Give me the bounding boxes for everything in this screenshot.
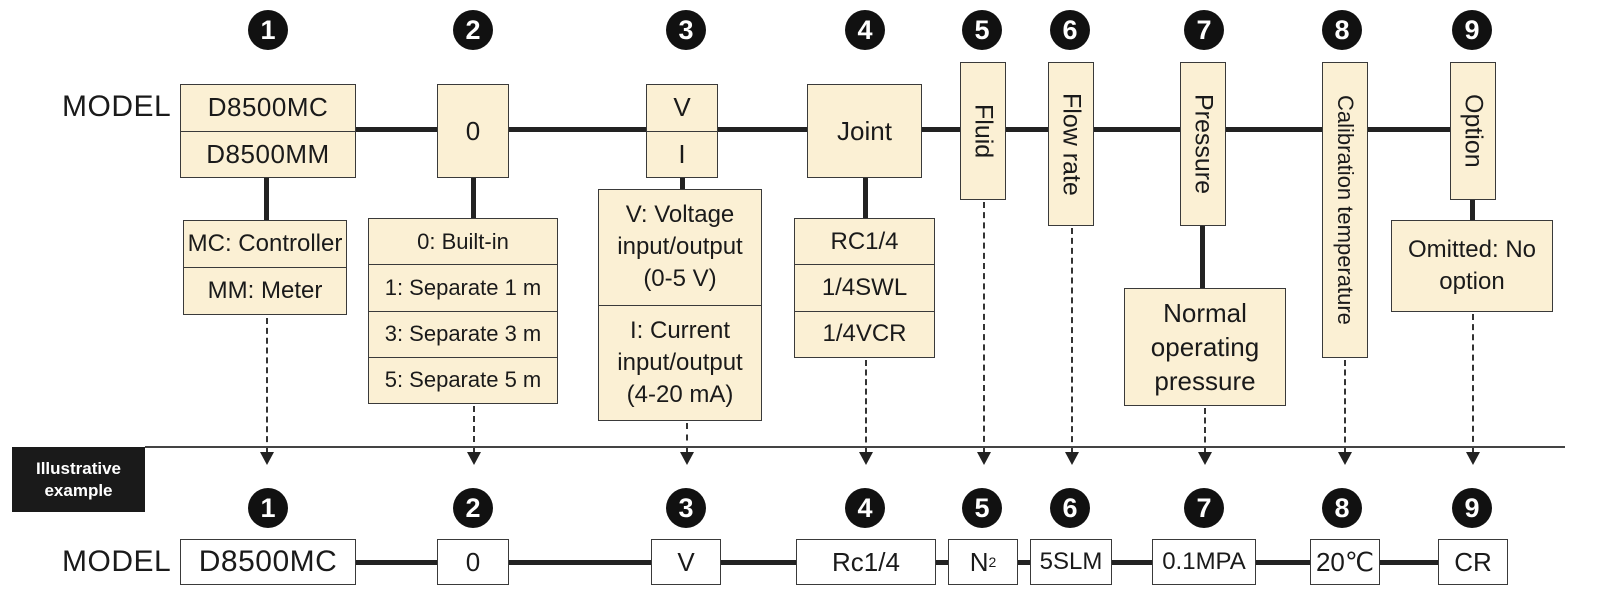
example-number-5: 5 [962,488,1002,528]
sensor-box: 0 [437,84,509,178]
io-option-i: I [678,138,686,169]
detail-5: 5: Separate 5 m [384,367,542,393]
model-label-bottom: MODEL [62,545,172,578]
detail-0: 0: Built-in [369,219,557,266]
arrow-7 [1198,452,1212,465]
example-number-2: 2 [453,488,493,528]
joint-box: Joint [807,84,922,178]
model-option-mc: D8500MC [181,85,355,132]
connector-7 [1200,226,1205,288]
arrow-9 [1466,452,1480,465]
pressure-label: Pressure [1189,93,1218,195]
example-number-1: 1 [248,488,288,528]
dash-2 [473,406,475,452]
option-label: Option [1459,94,1488,168]
flow-rate-label: Flow rate [1057,92,1086,196]
dash-1 [266,318,268,452]
dash-3 [686,423,688,452]
example-io: V [651,539,721,585]
connector-9 [1470,200,1475,220]
example-number-4: 4 [845,488,885,528]
example-calibration-temperature: 20℃ [1310,539,1380,585]
flow-rate-box: Flow rate [1048,62,1094,226]
model-option-mm: D8500MM [206,138,330,169]
example-number-9: 9 [1452,488,1492,528]
arrow-8 [1338,452,1352,465]
example-model: D8500MC [180,539,356,585]
dash-5 [983,202,985,452]
step-number-8: 8 [1322,10,1362,50]
arrow-3 [680,452,694,465]
step-number-9: 9 [1452,10,1492,50]
step-number-4: 4 [845,10,885,50]
dash-9 [1472,314,1474,452]
detail-3: 3: Separate 3 m [369,312,557,358]
step-number-6: 6 [1050,10,1090,50]
connector-4 [863,178,868,218]
example-number-8: 8 [1322,488,1362,528]
detail-14vcr: 1/4VCR [822,320,907,348]
example-number-7: 7 [1184,488,1224,528]
step-number-1: 1 [248,10,288,50]
connector-3 [680,178,685,190]
detail-rc14: RC1/4 [795,219,934,266]
connector-2 [471,178,476,218]
joint-detail-box: RC1/4 1/4SWL 1/4VCR [794,218,935,358]
section-divider [145,446,1565,448]
step-number-7: 7 [1184,10,1224,50]
io-option-v: V [647,85,717,132]
example-joint: Rc1/4 [796,539,936,585]
detail-mm: MM: Meter [207,277,323,304]
example-sensor: 0 [437,539,509,585]
calibration-temperature-box: Calibration temperature [1322,62,1368,358]
arrow-4 [859,452,873,465]
connector-1 [264,178,269,222]
step-number-2: 2 [453,10,493,50]
fluid-box: Fluid [960,62,1006,200]
example-number-6: 6 [1050,488,1090,528]
fluid-label: Fluid [969,103,998,159]
example-option: CR [1438,539,1508,585]
arrow-6 [1065,452,1079,465]
model-label-top: MODEL [62,90,172,123]
example-number-3: 3 [666,488,706,528]
dash-7 [1204,408,1206,452]
pressure-box: Pressure [1180,62,1226,226]
arrow-5 [977,452,991,465]
step-number-5: 5 [962,10,1002,50]
dash-4 [865,360,867,452]
detail-mc: MC: Controller [184,221,346,268]
calibration-temperature-label: Calibration temperature [1333,95,1358,325]
arrow-2 [467,452,481,465]
detail-1: 1: Separate 1 m [369,265,557,312]
step-number-3: 3 [666,10,706,50]
dash-8 [1344,360,1346,452]
sensor-detail-box: 0: Built-in 1: Separate 1 m 3: Separate … [368,218,558,404]
detail-14swl: 1/4SWL [795,265,934,312]
model-detail-box: MC: Controller MM: Meter [183,220,347,315]
example-flow-rate: 5SLM [1030,539,1112,585]
io-box: V I [646,84,718,178]
dash-6 [1071,228,1073,452]
example-pressure: 0.1MPA [1152,539,1256,585]
arrow-1 [260,452,274,465]
model-options-box: D8500MC D8500MM [180,84,356,178]
option-box: Option [1450,62,1496,200]
